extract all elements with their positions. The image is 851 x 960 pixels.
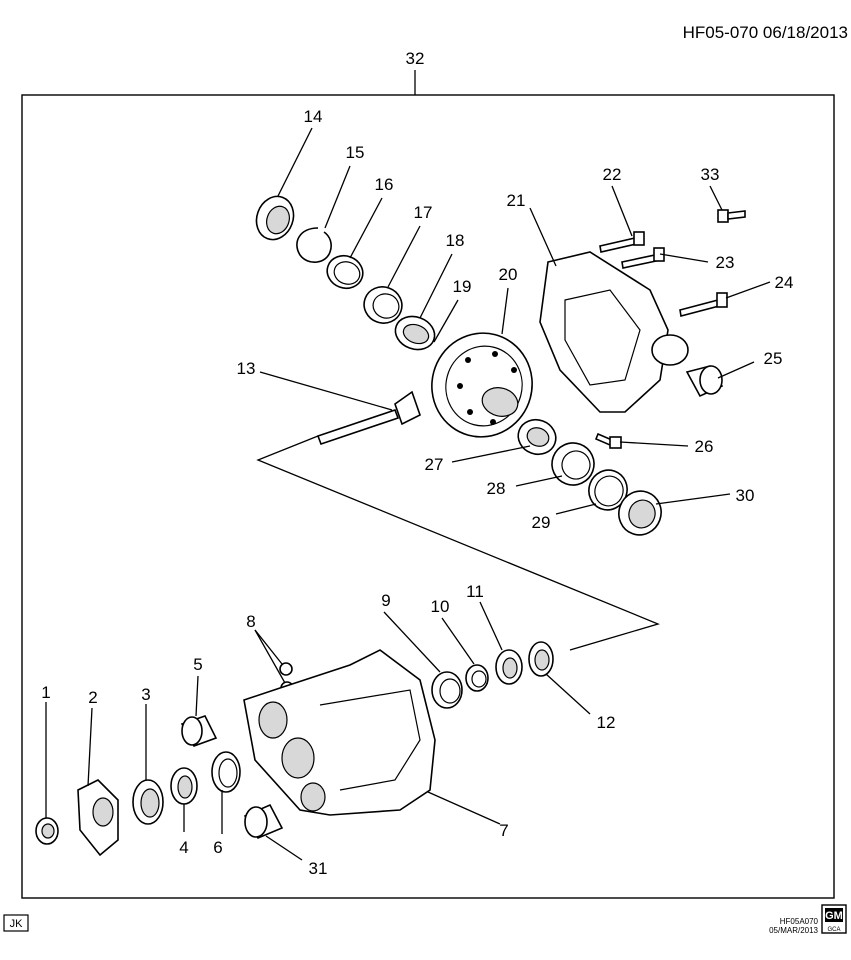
callout-17: 17 (414, 203, 433, 222)
callout-5: 5 (193, 655, 202, 674)
callout-3: 3 (141, 685, 150, 704)
callout-23: 23 (716, 253, 735, 272)
callout-28: 28 (487, 479, 506, 498)
diagram-code-header: HF05-070 06/18/2013 (683, 23, 848, 42)
part-22-bolt (599, 231, 645, 253)
part-27-bearing (517, 418, 557, 456)
callout-18: 18 (446, 231, 465, 250)
footer-file-date: 05/MAR/2013 (769, 926, 818, 935)
callout-15: 15 (346, 143, 365, 162)
callout-16: 16 (375, 175, 394, 194)
callout-14: 14 (304, 107, 323, 126)
callout-6: 6 (213, 838, 222, 857)
callout-24: 24 (775, 273, 794, 292)
part-31-bushing (243, 803, 284, 840)
callout-10: 10 (431, 597, 450, 616)
callout-2: 2 (88, 688, 97, 707)
part-26-bolt (594, 432, 622, 449)
part-28-bearing-cup (551, 442, 595, 486)
part-21-cover-housing (539, 251, 689, 413)
part-29-ring (588, 469, 628, 511)
part-2-flange (77, 779, 119, 857)
part-3-seal (132, 779, 164, 825)
part-15-snap-ring (296, 227, 332, 263)
part-5-bushing (180, 715, 218, 747)
part-13-pinion-shaft (316, 390, 421, 446)
callout-29: 29 (532, 513, 551, 532)
callout-20: 20 (499, 265, 518, 284)
part-24-bolt (679, 292, 728, 317)
callout-4: 4 (179, 838, 188, 857)
part-9-bearing-cup (431, 671, 463, 709)
part-10-spacer (465, 664, 489, 692)
part-14-seal (255, 195, 295, 241)
callout-30: 30 (736, 486, 755, 505)
callout-32: 32 (406, 49, 425, 68)
callout-7: 7 (499, 821, 508, 840)
callout-19: 19 (453, 277, 472, 296)
callout-11: 11 (466, 582, 484, 601)
part-12-seal (528, 641, 554, 677)
callout-26: 26 (695, 437, 714, 456)
part-11-bearing (495, 649, 523, 685)
callout-31: 31 (309, 859, 328, 878)
callout-8: 8 (246, 612, 255, 631)
part-33-fitting (717, 209, 746, 223)
callout-13: 13 (237, 359, 256, 378)
callout-21: 21 (507, 191, 526, 210)
part-4-bearing (170, 767, 198, 805)
callout-27: 27 (425, 455, 444, 474)
footer-badge: JK (3, 914, 29, 932)
footer-file-code: HF05A070 (780, 917, 819, 926)
footer-badge-text: JK (10, 918, 24, 930)
gm-logo: GM GCA (821, 904, 847, 934)
part-25-bushing (685, 365, 724, 398)
callout-12: 12 (597, 713, 616, 732)
part-20-ring-gear (431, 332, 533, 438)
part-16-ring (326, 254, 364, 290)
part-30-seal (618, 490, 662, 536)
callout-1: 1 (41, 683, 50, 702)
gm-logo-text: GM (825, 910, 843, 922)
part-7-carrier-housing (243, 649, 436, 816)
part-17-bearing-cup (363, 286, 403, 324)
gm-logo-subtext: GCA (827, 927, 840, 933)
callout-22: 22 (603, 165, 622, 184)
callout-9: 9 (381, 591, 390, 610)
part-6-bearing-cup (211, 751, 241, 793)
callout-25: 25 (764, 349, 783, 368)
part-1-nut (35, 817, 59, 845)
assembly-frame (21, 94, 835, 899)
callout-33: 33 (701, 165, 720, 184)
part-23-bolt (621, 247, 665, 269)
